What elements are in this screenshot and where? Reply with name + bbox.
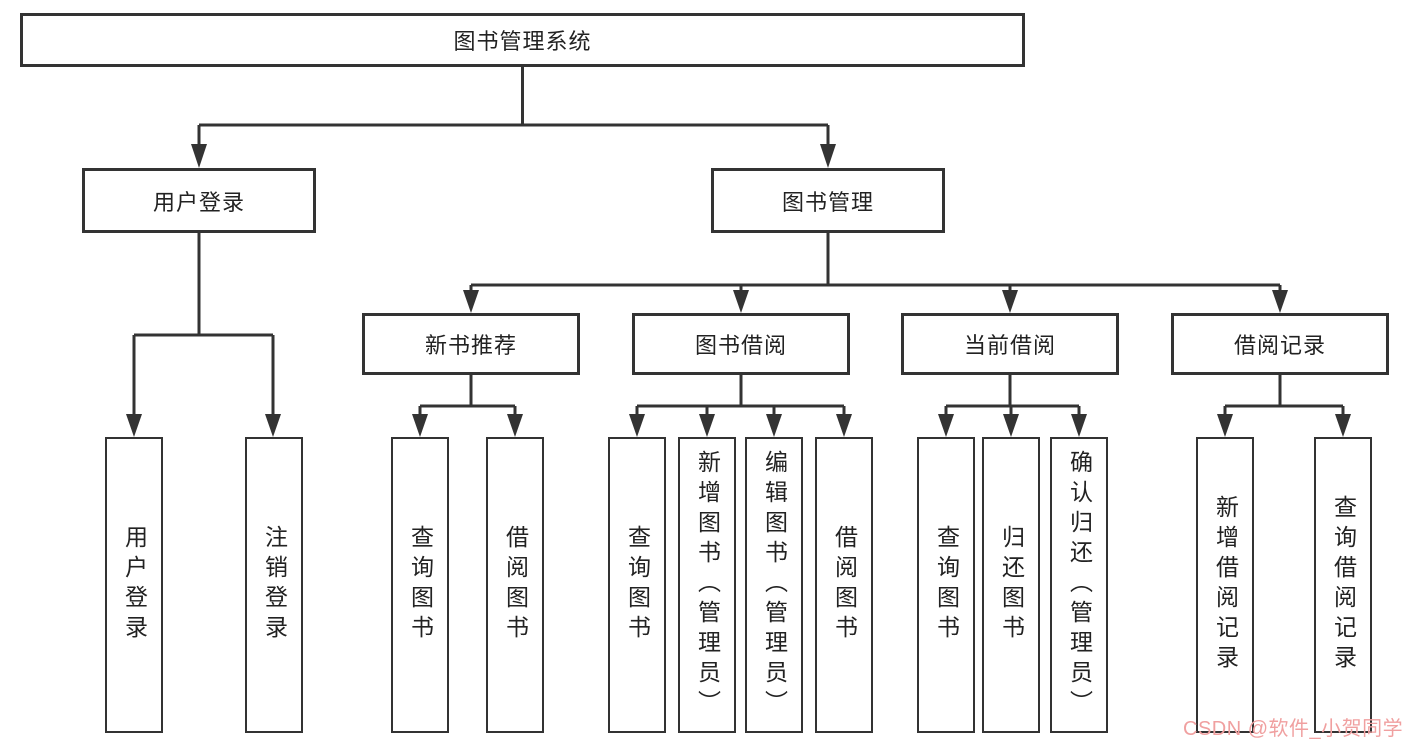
connector-current-borrow-to-leaves [938, 375, 1087, 437]
node-current-borrow: 当前借阅 [901, 313, 1119, 375]
leaf-newbook-borrow-books: 借阅图书 [486, 437, 544, 733]
leaf-current-confirm-return-admin: 确认归还（管理员） [1050, 437, 1108, 733]
connector-root-to-level2 [191, 67, 836, 168]
node-borrow-records: 借阅记录 [1171, 313, 1389, 375]
connector-new-book-recommend-to-leaves [412, 375, 523, 437]
leaf-records-query-record: 查询借阅记录 [1314, 437, 1372, 733]
leaf-current-return-books: 归还图书 [982, 437, 1040, 733]
leaf-current-query-books: 查询图书 [917, 437, 975, 733]
leaf-newbook-query-books: 查询图书 [391, 437, 449, 733]
leaf-borrow-borrow-books: 借阅图书 [815, 437, 873, 733]
node-root-library-management-system: 图书管理系统 [20, 13, 1025, 67]
connector-borrow-records-to-leaves [1217, 375, 1351, 437]
node-user-login: 用户登录 [82, 168, 316, 233]
csdn-watermark: CSDN @软件_小贺同学 [1183, 718, 1404, 740]
leaf-records-add-record: 新增借阅记录 [1196, 437, 1254, 733]
node-book-borrow: 图书借阅 [632, 313, 850, 375]
connector-book-borrow-to-leaves [629, 375, 852, 437]
connector-book-management-to-level3 [463, 233, 1288, 313]
node-book-management: 图书管理 [711, 168, 945, 233]
connector-user-login-to-leaves [126, 233, 281, 437]
node-new-book-recommend: 新书推荐 [362, 313, 580, 375]
leaf-logout: 注销登录 [245, 437, 303, 733]
leaf-borrow-query-books: 查询图书 [608, 437, 666, 733]
leaf-user-login: 用户登录 [105, 437, 163, 733]
leaf-borrow-edit-books-admin: 编辑图书（管理员） [745, 437, 803, 733]
leaf-borrow-add-books-admin: 新增图书（管理员） [678, 437, 736, 733]
